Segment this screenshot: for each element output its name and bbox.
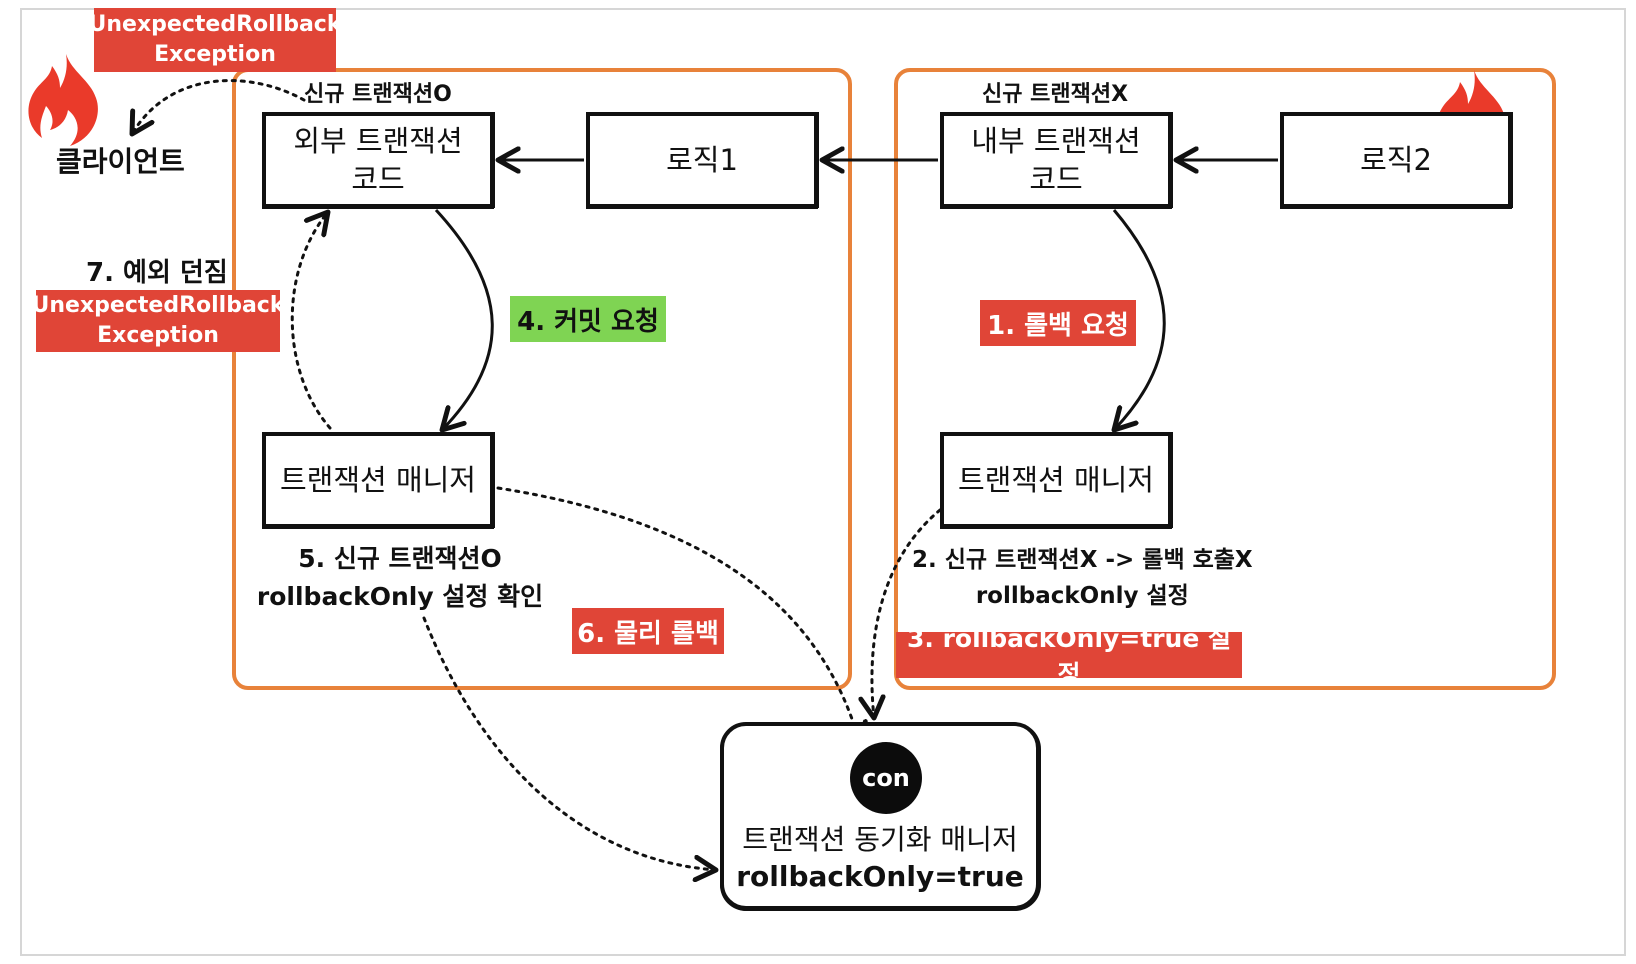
step7-label: 7. 예외 던짐 bbox=[86, 258, 228, 288]
inner-transaction-manager-label: 트랜잭션 매니저 bbox=[958, 463, 1154, 497]
arrow-rollback-request bbox=[1114, 209, 1166, 430]
sync-manager-title: 트랜잭션 동기화 매니저 bbox=[742, 823, 1018, 856]
logic1-label: 로직1 bbox=[666, 143, 738, 177]
step5-line2: rollbackOnly 설정 확인 bbox=[256, 582, 544, 611]
dotted-inner-tm-to-sync bbox=[872, 508, 942, 718]
inner-transaction-code-line2: 코드 bbox=[1029, 162, 1083, 196]
arrow-commit-request bbox=[434, 208, 494, 430]
step4-label: 4. 커밋 요청 bbox=[510, 296, 666, 342]
exception-mid-line1: UnexpectedRollback bbox=[31, 293, 285, 318]
step2-label: 2. 신규 트랜잭션X -> 롤백 호출X rollbackOnly 설정 bbox=[912, 542, 1253, 614]
outer-transaction-manager-label: 트랜잭션 매니저 bbox=[280, 463, 476, 497]
step5-label: 5. 신규 트랜잭션O rollbackOnly 설정 확인 bbox=[248, 540, 552, 616]
step2-line1: 2. 신규 트랜잭션X -> 롤백 호출X bbox=[912, 547, 1253, 573]
logic2-box: 로직2 bbox=[1280, 112, 1512, 208]
outer-transaction-code-box: 외부 트랜잭션 코드 bbox=[262, 112, 494, 208]
transaction-sync-manager-box: 트랜잭션 동기화 매니저 rollbackOnly=true bbox=[720, 722, 1040, 910]
client-label: 클라이언트 bbox=[56, 145, 185, 178]
outer-transaction-manager-box: 트랜잭션 매니저 bbox=[262, 432, 494, 528]
outer-transaction-region bbox=[232, 68, 852, 690]
logic1-box: 로직1 bbox=[586, 112, 818, 208]
outer-transaction-code-line1: 외부 트랜잭션 bbox=[293, 124, 463, 158]
inner-transaction-manager-box: 트랜잭션 매니저 bbox=[940, 432, 1172, 528]
step1-label: 1. 롤백 요청 bbox=[980, 300, 1136, 346]
dotted-check-to-sync bbox=[422, 616, 716, 870]
outer-transaction-code-line2: 코드 bbox=[351, 162, 405, 196]
exception-label-top: UnexpectedRollback Exception bbox=[89, 8, 341, 72]
dotted-tm-to-outer-code bbox=[290, 212, 332, 430]
connection-circle: con bbox=[850, 742, 922, 814]
logic2-label: 로직2 bbox=[1360, 143, 1432, 177]
sync-manager-value: rollbackOnly=true bbox=[736, 860, 1024, 893]
dotted-tm-to-sync bbox=[496, 486, 860, 744]
inner-transaction-code-box: 내부 트랜잭션 코드 bbox=[940, 112, 1172, 208]
exception-mid-line2: Exception bbox=[97, 323, 219, 348]
step6-label: 6. 물리 롤백 bbox=[572, 608, 724, 654]
inner-region-label: 신규 트랜잭션X bbox=[982, 82, 1129, 107]
inner-transaction-code-line1: 내부 트랜잭션 bbox=[971, 124, 1141, 158]
step3-label: 3. rollbackOnly=true 설정 bbox=[896, 624, 1242, 689]
dotted-outer-code-to-client bbox=[132, 79, 306, 134]
outer-region-label: 신규 트랜잭션O bbox=[304, 82, 452, 107]
exception-top-line2: Exception bbox=[154, 42, 276, 67]
fire-icon bbox=[28, 54, 98, 146]
step2-line2: rollbackOnly 설정 bbox=[975, 583, 1189, 609]
step5-line1: 5. 신규 트랜잭션O bbox=[298, 544, 502, 573]
diagram-frame bbox=[20, 8, 1626, 956]
inner-transaction-region bbox=[894, 68, 1556, 690]
exception-top-line1: UnexpectedRollback bbox=[88, 12, 342, 37]
exception-label-middle: UnexpectedRollback Exception bbox=[32, 290, 284, 352]
